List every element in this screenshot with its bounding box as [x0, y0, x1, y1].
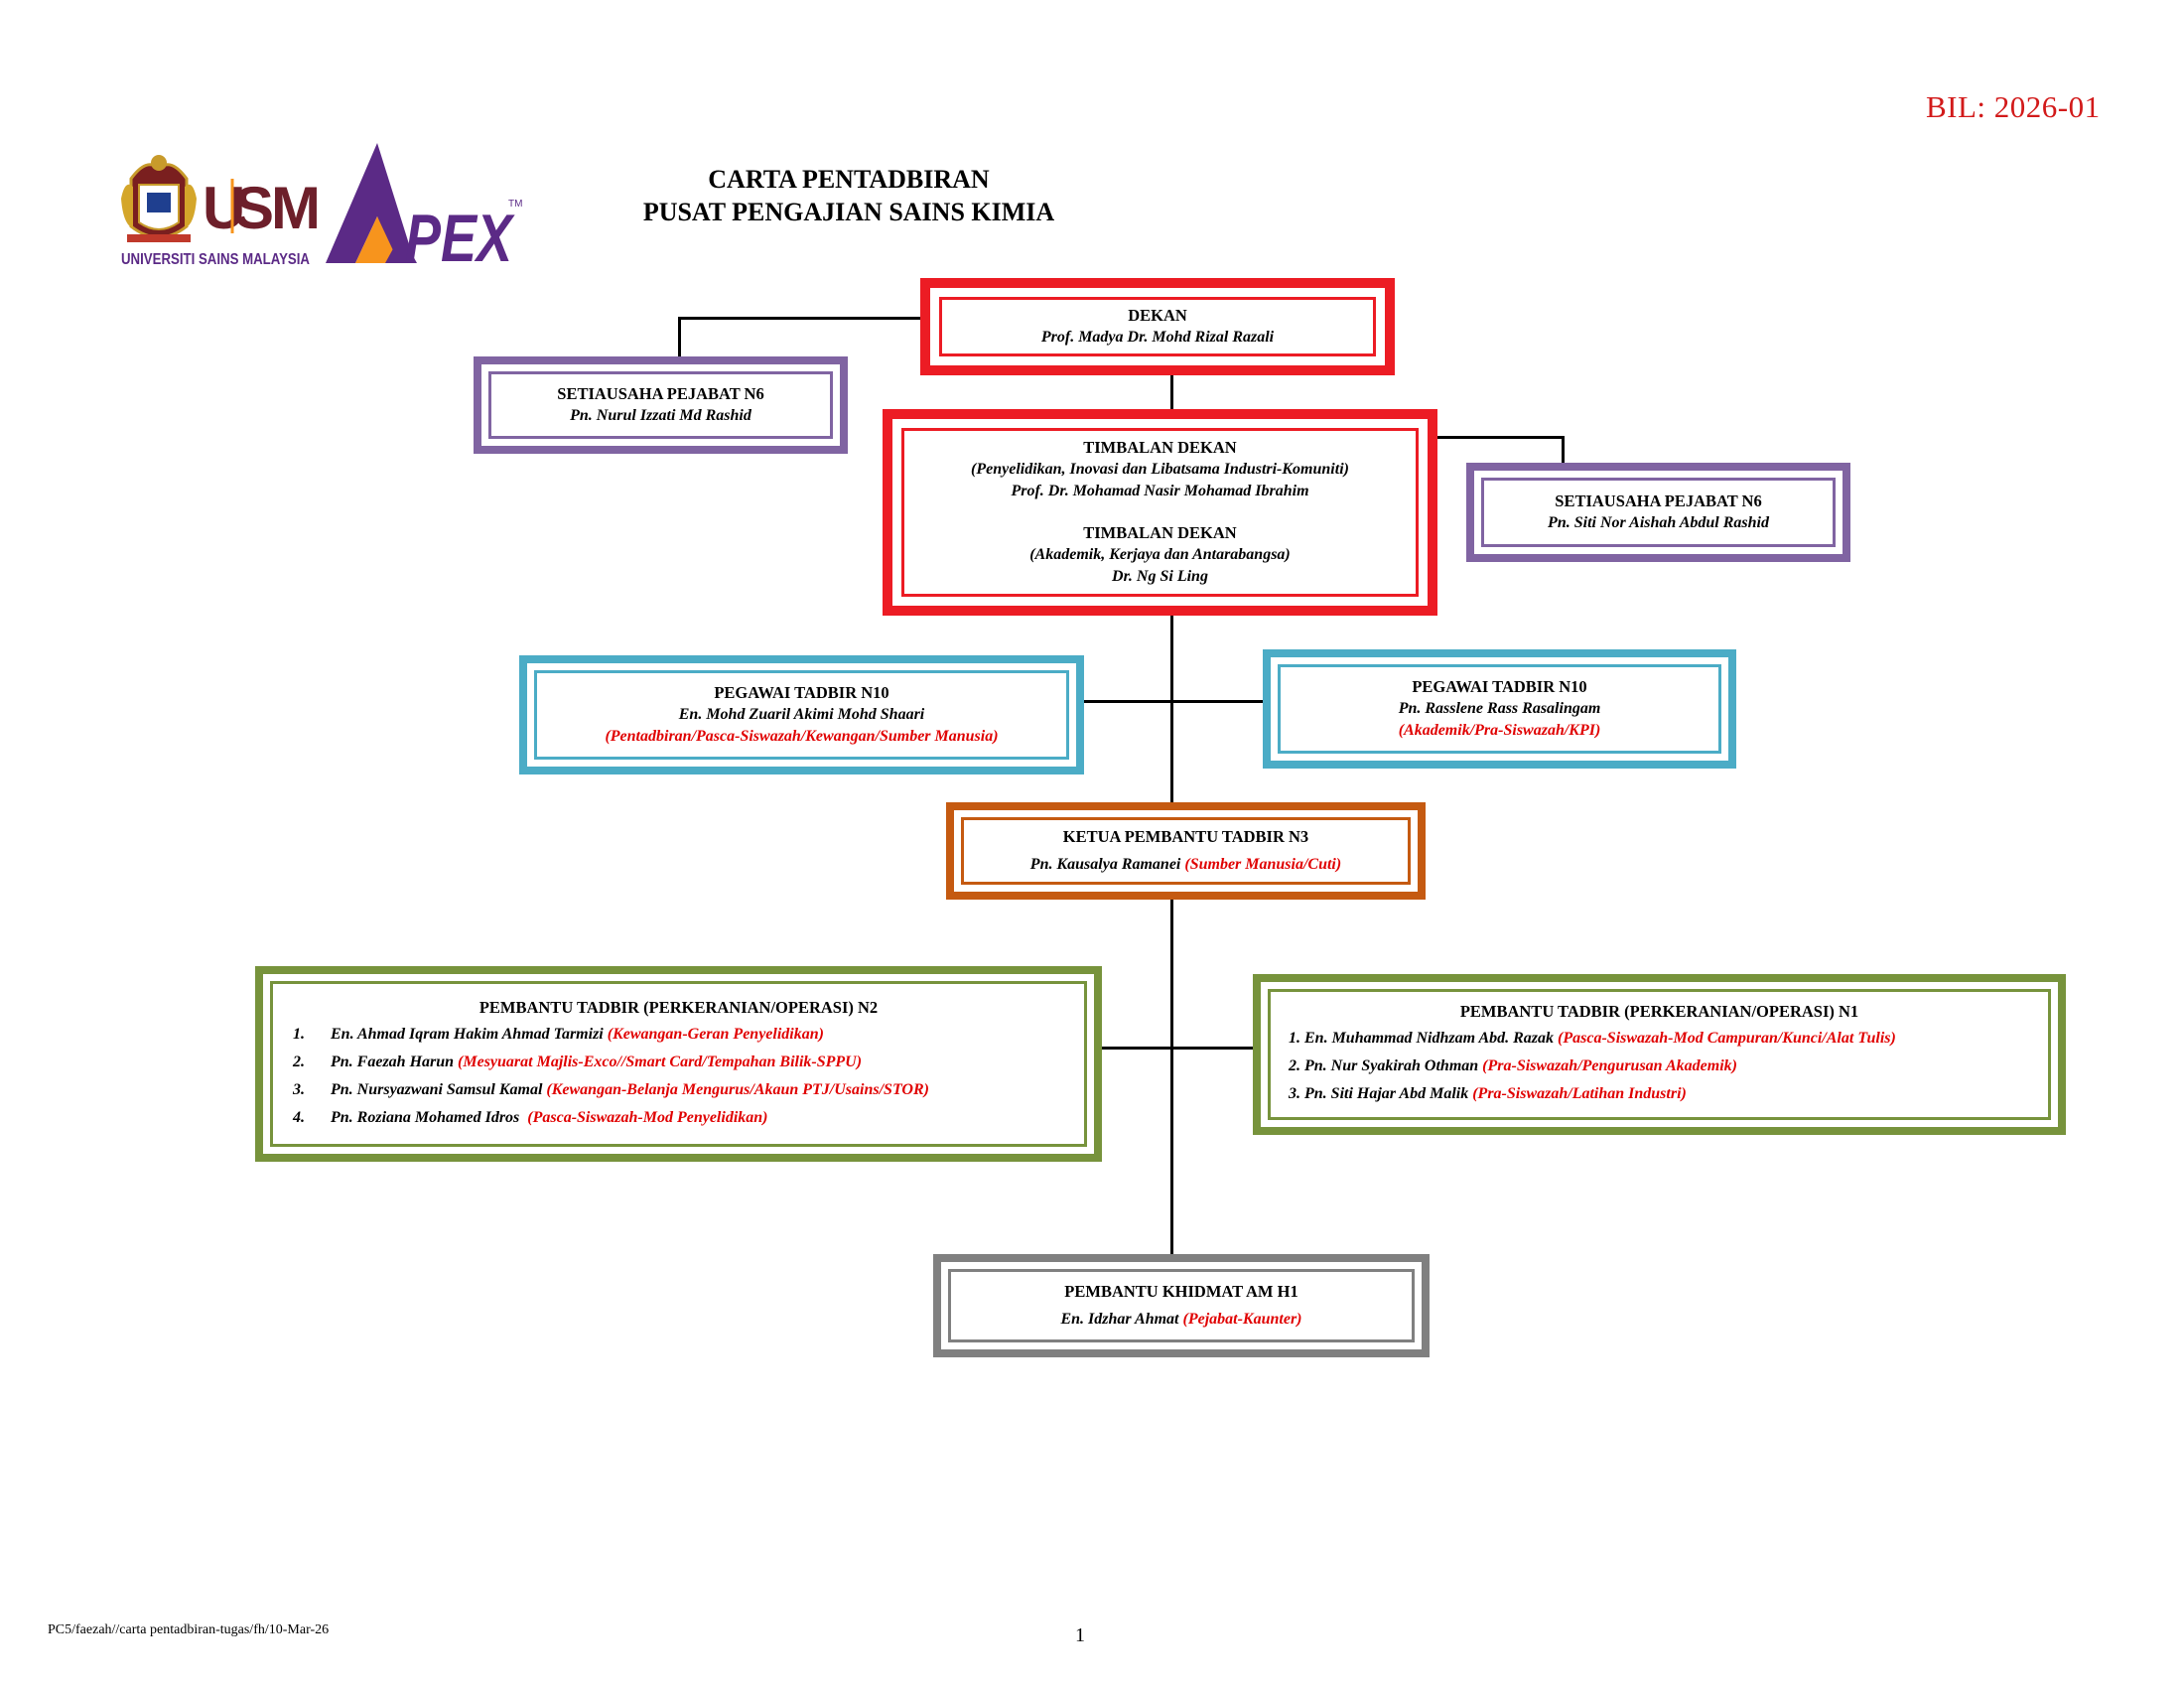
list-item: 3. Pn. Siti Hajar Abd Malik (Pra-Siswaza… [1289, 1085, 1687, 1102]
connector-assistants-h [1098, 1047, 1257, 1050]
secretary-left-box: SETIAUSAHA PEJABAT N6 Pn. Nurul Izzati M… [474, 356, 848, 454]
admin-officer-left-name: En. Mohd Zuaril Akimi Mohd Shaari [678, 706, 925, 723]
admin-officer-left-box: PEGAWAI TADBIR N10 En. Mohd Zuaril Akimi… [519, 655, 1084, 774]
usm-wordmark: U [203, 175, 242, 241]
dean-name: Prof. Madya Dr. Mohd Rizal Razali [1040, 329, 1275, 346]
secretary-right-box: SETIAUSAHA PEJABAT N6 Pn. Siti Nor Aisha… [1466, 463, 1850, 562]
list-item: 1. En. Muhammad Nidhzam Abd. Razak (Pasc… [1289, 1030, 1896, 1047]
admin-officer-right-name: Pn. Rasslene Rass Rasalingam [1398, 700, 1601, 717]
chief-assistant-title: KETUA PEMBANTU TADBIR N3 [1062, 827, 1309, 846]
chief-assistant-name: Pn. Kausalya Ramanei [1029, 856, 1181, 873]
assistants-n2-title: PEMBANTU TADBIR (PERKERANIAN/OPERASI) N2 [478, 997, 879, 1017]
deputy-dean-2-title: TIMBALAN DEKAN [1083, 523, 1237, 542]
assistants-n2-box: PEMBANTU TADBIR (PERKERANIAN/OPERASI) N2… [255, 966, 1102, 1162]
svg-text:UNIVERSITI SAINS MALAYSIA: UNIVERSITI SAINS MALAYSIA [121, 251, 310, 268]
chief-assistant-box: KETUA PEMBANTU TADBIR N3 Pn. Kausalya Ra… [946, 802, 1426, 900]
connector-lower-trunk [1170, 897, 1173, 1258]
page-number: 1 [1075, 1624, 1085, 1646]
admin-officer-right-duty: (Akademik/Pra-Siswazah/KPI) [1398, 722, 1601, 739]
list-item: 2. Pn. Faezah Harun (Mesyuarat Majlis-Ex… [293, 1053, 863, 1070]
connector-deputy-secretary-h [1434, 436, 1564, 439]
assistants-n1-list: 1. En. Muhammad Nidhzam Abd. Razak (Pasc… [1289, 1025, 2030, 1108]
connector-deputy-secretary-v [1562, 436, 1565, 466]
deputy-dean-2-portfolio: (Akademik, Kerjaya dan Antarabangsa) [1029, 546, 1291, 563]
admin-officer-right-title: PEGAWAI TADBIR N10 [1412, 677, 1587, 696]
svg-text:TM: TM [508, 199, 522, 210]
svg-text:PEX: PEX [405, 201, 515, 273]
general-assistant-title: PEMBANTU KHIDMAT AM H1 [1064, 1282, 1298, 1301]
deputy-dean-1-portfolio: (Penyelidikan, Inovasi dan Libatsama Ind… [971, 461, 1349, 478]
secretary-right-name: Pn. Siti Nor Aishah Abdul Rashid [1548, 514, 1769, 531]
secretary-right-title: SETIAUSAHA PEJABAT N6 [1555, 492, 1762, 510]
connector-dean-deputy [1170, 374, 1173, 412]
footer-file-path: PC5/faezah//carta pentadbiran-tugas/fh/1… [48, 1622, 330, 1637]
deputy-dean-1-name: Prof. Dr. Mohamad Nasir Mohamad Ibrahim [1011, 483, 1309, 499]
svg-text:SM: SM [234, 175, 318, 241]
university-logo-group: U SM UNIVERSITI SAINS MALAYSIA PEX TM [117, 139, 524, 276]
document-reference: BIL: 2026-01 [1926, 89, 2101, 124]
general-assistant-duty: (Pejabat-Kaunter) [1182, 1311, 1302, 1328]
connector-dean-secretary-v [678, 317, 681, 360]
chart-subtitle: PUSAT PENGAJIAN SAINS KIMIA [642, 198, 1055, 226]
list-item: 2. Pn. Nur Syakirah Othman (Pra-Siswazah… [1289, 1057, 1737, 1074]
dean-title: DEKAN [1128, 306, 1187, 325]
dean-box: DEKAN Prof. Madya Dr. Mohd Rizal Razali [920, 278, 1395, 375]
deputy-dean-2-name: Dr. Ng Si Ling [1112, 568, 1208, 585]
usm-crest-icon: U SM UNIVERSITI SAINS MALAYSIA PEX TM [121, 143, 522, 276]
connector-main-trunk [1170, 614, 1173, 805]
list-item: 3. Pn. Nursyazwani Samsul Kamal (Kewanga… [293, 1080, 929, 1098]
assistants-n2-list: 1. En. Ahmad Iqram Hakim Ahmad Tarmizi (… [293, 1021, 1064, 1132]
admin-officer-left-duty: (Pentadbiran/Pasca-Siswazah/Kewangan/Sum… [605, 728, 999, 745]
connector-officers-h [1082, 700, 1271, 703]
secretary-left-title: SETIAUSAHA PEJABAT N6 [557, 384, 764, 403]
general-assistant-name: En. Idzhar Ahmat [1060, 1311, 1179, 1328]
chart-title: CARTA PENTADBIRAN [708, 165, 990, 194]
connector-dean-secretary-h [678, 317, 921, 320]
admin-officer-right-box: PEGAWAI TADBIR N10 Pn. Rasslene Rass Ras… [1263, 649, 1736, 769]
secretary-left-name: Pn. Nurul Izzati Md Rashid [570, 407, 751, 424]
deputy-dean-1-title: TIMBALAN DEKAN [1083, 438, 1237, 457]
list-item: 1. En. Ahmad Iqram Hakim Ahmad Tarmizi (… [293, 1025, 824, 1043]
deputy-dean-box: TIMBALAN DEKAN (Penyelidikan, Inovasi da… [883, 409, 1437, 616]
assistants-n1-title: PEMBANTU TADBIR (PERKERANIAN/OPERASI) N1 [1459, 1002, 1859, 1021]
admin-officer-left-title: PEGAWAI TADBIR N10 [714, 683, 889, 702]
list-item: 4. Pn. Roziana Mohamed Idros (Pasca-Sisw… [293, 1108, 768, 1126]
general-assistant-box: PEMBANTU KHIDMAT AM H1 En. Idzhar Ahmat … [933, 1254, 1430, 1357]
chief-assistant-duty: (Sumber Manusia/Cuti) [1184, 856, 1342, 873]
assistants-n1-box: PEMBANTU TADBIR (PERKERANIAN/OPERASI) N1… [1253, 974, 2066, 1135]
